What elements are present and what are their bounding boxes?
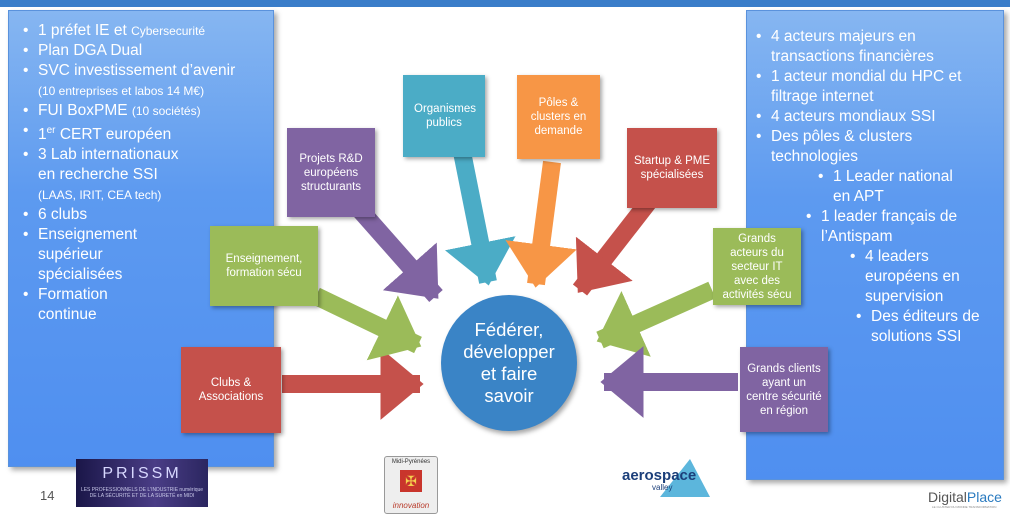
digitalplace-logo: DigitalPlace LE CLUSTER DU MONDE TRANSFO… bbox=[928, 489, 1002, 509]
arrow-grands-acteurs bbox=[596, 281, 716, 357]
box-poles: Pôles & clusters en demande bbox=[517, 75, 600, 159]
hub-circle: Fédérer, développer et faire savoir bbox=[441, 295, 577, 431]
aerospace-valley-logo: aerospace valley bbox=[620, 459, 710, 497]
arrow-startup bbox=[572, 194, 658, 296]
box-enseignement: Enseignement, formation sécu bbox=[210, 226, 318, 306]
left-item: •SVC investissement d’avenir(10 entrepri… bbox=[23, 62, 236, 98]
arrow-projets bbox=[353, 204, 443, 302]
page-number: 14 bbox=[40, 488, 55, 503]
arrow-poles bbox=[505, 160, 577, 288]
left-item: •1 préfet IE et Cybersecurité bbox=[23, 22, 206, 39]
left-item: •6 clubs bbox=[23, 206, 88, 224]
box-organismes: Organismes publics bbox=[403, 75, 485, 157]
left-item: •Plan DGA Dual bbox=[23, 42, 143, 59]
box-grands-acteurs: Grands acteurs du secteur IT avec des ac… bbox=[713, 228, 801, 305]
top-bar bbox=[0, 0, 1010, 7]
left-item: •1er CERT européen bbox=[23, 122, 172, 144]
midi-pyrenees-innovation-logo: Midi-Pyrénées ✠ innovation bbox=[384, 456, 438, 514]
right-item: •4 acteurs mondiaux SSI bbox=[756, 108, 936, 125]
occitan-cross-icon: ✠ bbox=[400, 470, 422, 492]
box-clubs: Clubs & Associations bbox=[181, 347, 281, 433]
box-grands-clients: Grands clients ayant un centre sécurité … bbox=[740, 347, 828, 432]
arrow-enseignement bbox=[312, 287, 422, 361]
arrow-organismes bbox=[444, 150, 516, 286]
box-projets: Projets R&D européens structurants bbox=[287, 128, 375, 217]
box-startup: Startup & PME spécialisées bbox=[627, 128, 717, 208]
left-item: •FUI BoxPME (10 sociétés) bbox=[23, 102, 201, 119]
prissm-logo: PRISSM LES PROFESSIONNELS DE L'INDUSTRIE… bbox=[76, 459, 208, 507]
